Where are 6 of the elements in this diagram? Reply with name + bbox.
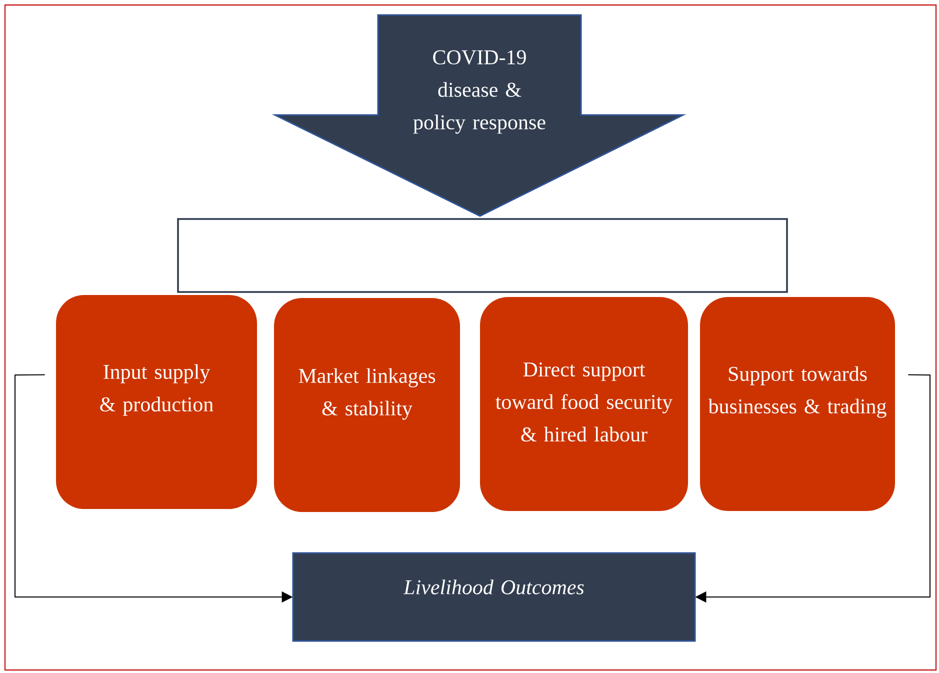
rounded-box: Input supply & production: [56, 295, 257, 509]
outcome-box: Livelihood Outcomes: [292, 552, 696, 642]
empty-box: [177, 218, 788, 293]
rounded-box: Market linkages & stability: [274, 298, 460, 512]
rounded-box: Support towards businesses & trading: [700, 297, 895, 511]
rounded-box: Direct support toward food security & hired labour: [480, 297, 688, 511]
